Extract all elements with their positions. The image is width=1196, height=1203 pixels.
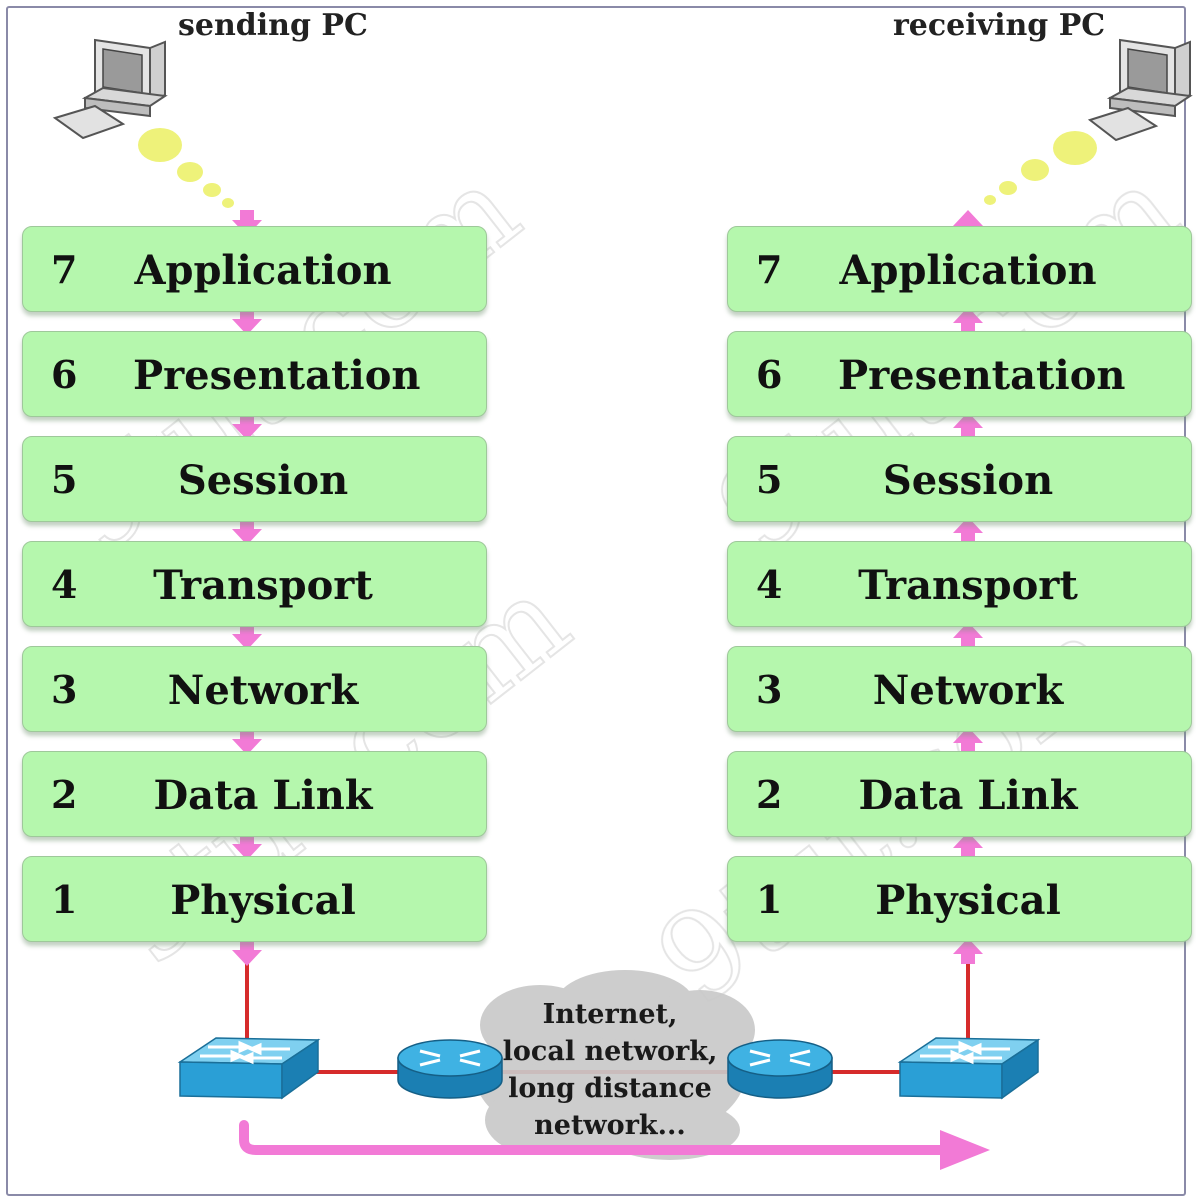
sending-layer-1: 1 Physical xyxy=(22,856,487,942)
sending-down-arrow xyxy=(232,414,262,440)
sending-down-arrow xyxy=(232,519,262,545)
receiving-up-arrow xyxy=(953,412,983,438)
receiving-layer-1: 1 Physical xyxy=(727,856,1192,942)
layer-name: Session xyxy=(177,457,349,504)
right-router-icon xyxy=(727,1039,833,1099)
layer-number: 6 xyxy=(51,352,78,397)
left-router-icon xyxy=(397,1039,503,1099)
sending-layer-7: 7 Application xyxy=(22,226,487,312)
sending-layer-4: 4 Transport xyxy=(22,541,487,627)
sending-pc-label: sending PC xyxy=(178,8,368,43)
receiving-up-arrow xyxy=(953,727,983,753)
layer-name: Presentation xyxy=(133,352,421,399)
left-switch-icon xyxy=(177,1037,321,1100)
cloud-label: Internet, local network, long distance n… xyxy=(480,996,740,1144)
layer-arrows xyxy=(232,210,983,966)
receiving-up-arrow xyxy=(953,622,983,648)
receiving-layer-6: 6 Presentation xyxy=(727,331,1192,417)
layer-number: 4 xyxy=(51,562,78,607)
layer-number: 4 xyxy=(756,562,783,607)
sending-dots xyxy=(138,128,234,208)
layer-name: Transport xyxy=(858,562,1078,609)
receiving-up-arrow xyxy=(953,832,983,858)
layer-name: Network xyxy=(167,667,359,714)
layer-number: 5 xyxy=(51,457,78,502)
layer-name: Data Link xyxy=(153,772,373,819)
sending-layer-3: 3 Network xyxy=(22,646,487,732)
layer-number: 2 xyxy=(51,772,78,817)
sending-down-arrow xyxy=(232,729,262,755)
receiving-layer-2: 2 Data Link xyxy=(727,751,1192,837)
layer-number: 3 xyxy=(51,667,78,712)
sending-layer-5: 5 Session xyxy=(22,436,487,522)
layer-number: 7 xyxy=(756,247,783,292)
layer-number: 2 xyxy=(756,772,783,817)
cloud-line-2: local network, xyxy=(502,1036,718,1067)
sending-computer-icon xyxy=(52,38,168,140)
layer-name: Application xyxy=(134,247,392,294)
layer-number: 5 xyxy=(756,457,783,502)
layer-number: 3 xyxy=(756,667,783,712)
receiving-computer-icon xyxy=(1087,38,1193,142)
sending-layer-2: 2 Data Link xyxy=(22,751,487,837)
layer-name: Session xyxy=(882,457,1054,504)
cloud-line-3: long distance xyxy=(508,1073,712,1104)
cloud-line-1: Internet, xyxy=(542,999,678,1030)
sending-down-arrow xyxy=(232,309,262,335)
receiving-layer-4: 4 Transport xyxy=(727,541,1192,627)
cloud-line-4: network... xyxy=(534,1110,686,1141)
layer-name: Network xyxy=(872,667,1064,714)
right-switch-icon xyxy=(897,1037,1041,1100)
receiving-entry-arrow xyxy=(953,938,983,964)
sending-down-arrow xyxy=(232,624,262,650)
layer-name: Application xyxy=(839,247,1097,294)
layer-name: Presentation xyxy=(838,352,1126,399)
receiving-layer-3: 3 Network xyxy=(727,646,1192,732)
sending-down-arrow xyxy=(232,834,262,860)
data-flow-arrow xyxy=(239,1120,990,1170)
layer-number: 7 xyxy=(51,247,78,292)
layer-name: Physical xyxy=(875,877,1061,924)
layer-number: 1 xyxy=(756,877,783,922)
sending-layer-6: 6 Presentation xyxy=(22,331,487,417)
receiving-dots xyxy=(984,131,1097,205)
layer-name: Transport xyxy=(153,562,373,609)
receiving-layer-7: 7 Application xyxy=(727,226,1192,312)
receiving-up-arrow xyxy=(953,307,983,333)
layer-name: Data Link xyxy=(858,772,1078,819)
receiving-up-arrow xyxy=(953,517,983,543)
layer-number: 6 xyxy=(756,352,783,397)
receiving-pc-label: receiving PC xyxy=(893,8,1106,43)
sending-exit-arrow xyxy=(232,940,262,966)
layer-number: 1 xyxy=(51,877,78,922)
layer-name: Physical xyxy=(170,877,356,924)
receiving-layer-5: 5 Session xyxy=(727,436,1192,522)
